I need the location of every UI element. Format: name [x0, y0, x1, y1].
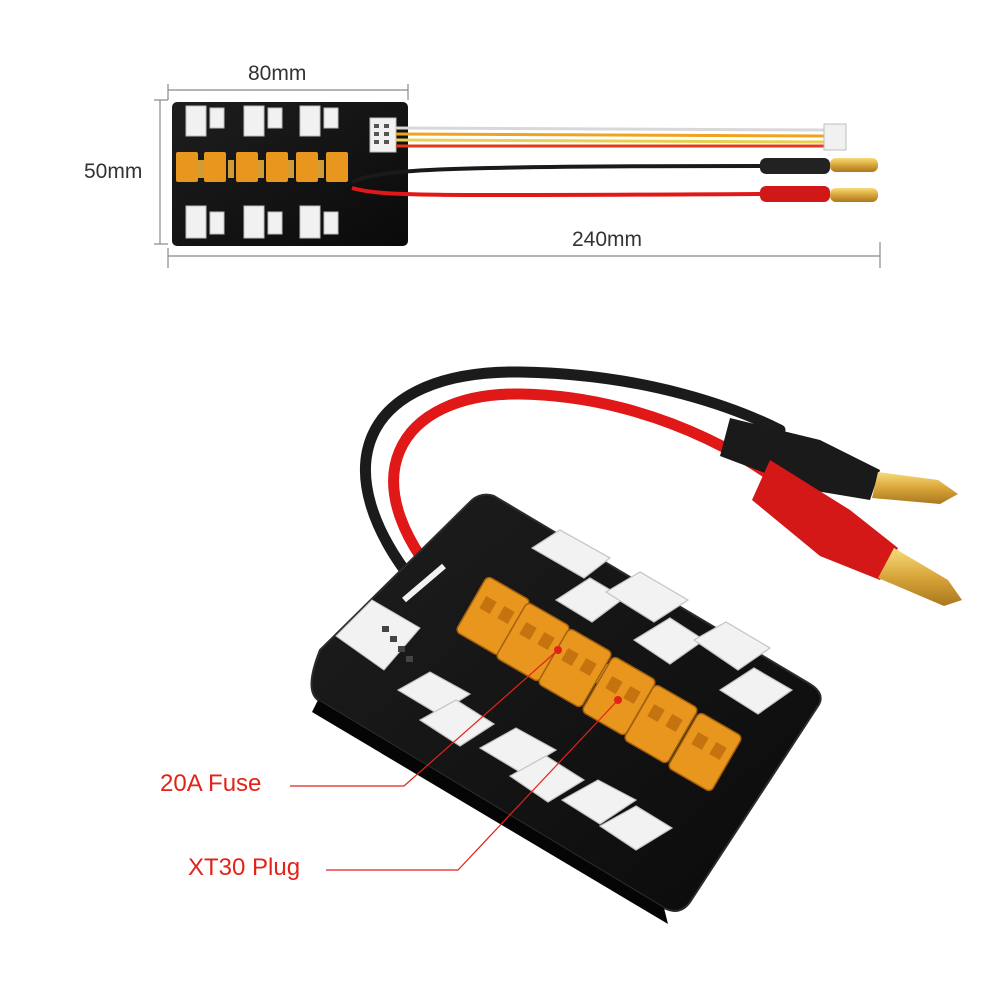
width-dimension-label: 80mm	[248, 62, 307, 85]
dimension-diagram	[154, 84, 881, 268]
balance-ports-lower	[396, 671, 674, 851]
height-dimension-label: 50mm	[84, 160, 143, 183]
callout-lines	[290, 649, 619, 871]
pcb-board	[310, 493, 822, 912]
plug-callout-dot	[614, 696, 622, 704]
length-dimension-line	[167, 242, 881, 268]
fuse-callout-label: 20A Fuse	[160, 770, 262, 797]
small-board	[172, 102, 408, 246]
length-dimension-label: 240mm	[572, 228, 643, 251]
small-balance-plug	[823, 123, 847, 151]
main-board-photo	[310, 366, 962, 924]
small-balance-wires	[395, 126, 827, 148]
main-balance-port	[335, 599, 421, 671]
balance-ports-upper	[530, 529, 794, 715]
small-power-leads	[351, 158, 878, 202]
fuse-callout-dot	[554, 646, 562, 654]
black-banana-plug	[720, 418, 958, 504]
plug-callout-label: XT30 Plug	[188, 854, 301, 881]
xt30-connectors	[456, 576, 742, 792]
red-banana-plug	[752, 460, 962, 606]
height-dimension-line	[154, 99, 168, 245]
width-dimension-line	[167, 84, 409, 100]
cable-tie	[402, 563, 446, 603]
